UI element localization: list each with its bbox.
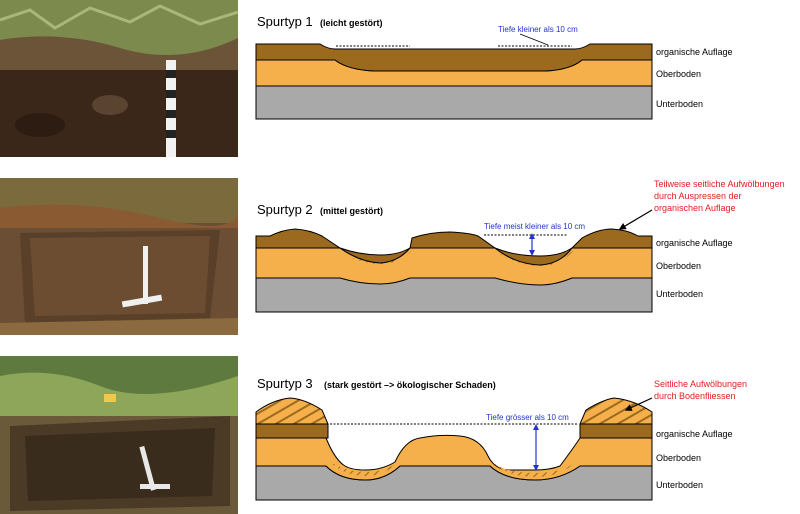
subsoil-layer — [255, 465, 653, 501]
panel-3-subtitle: (stark gestört –> ökologischer Schaden) — [324, 380, 496, 390]
label-organic: organische Auflage — [656, 429, 733, 439]
panel-spurtyp-1: Spurtyp 1 (leicht gestört) Tiefe kleiner… — [255, 14, 733, 120]
label-topsoil: Oberboden — [656, 261, 701, 271]
bulge-right — [579, 397, 653, 425]
label-topsoil: Oberboden — [656, 69, 701, 79]
soil-profile-photo-2 — [0, 178, 238, 335]
panel-2-subtitle: (mittel gestört) — [320, 206, 383, 216]
label-subsoil: Unterboden — [656, 99, 703, 109]
organic-layer — [255, 228, 653, 266]
panel-2-annotation-line-2: durch Auspressen der — [654, 191, 742, 201]
panel-2-annotation-line-3: organischen Auflage — [654, 203, 736, 213]
organic-layer-left — [255, 423, 329, 439]
panel-spurtyp-3: Spurtyp 3 (stark gestört –> ökologischer… — [255, 376, 747, 501]
panel-1-title: Spurtyp 1 — [257, 14, 313, 29]
panel-3-annotation-line-2: durch Bodenfliessen — [654, 391, 736, 401]
label-subsoil: Unterboden — [656, 480, 703, 490]
panel-2-title: Spurtyp 2 — [257, 202, 313, 217]
panel-1-subtitle: (leicht gestört) — [320, 18, 383, 28]
organic-layer — [255, 43, 653, 72]
label-organic: organische Auflage — [656, 238, 733, 248]
panel-1-depth-note: Tiefe kleiner als 10 cm — [498, 25, 578, 34]
label-organic: organische Auflage — [656, 47, 733, 57]
label-topsoil: Oberboden — [656, 453, 701, 463]
panel-3-annotation-line-1: Seitliche Aufwölbungen — [654, 379, 747, 389]
panel-3-title: Spurtyp 3 — [257, 376, 313, 391]
subsoil-layer — [255, 277, 653, 313]
bulge-left — [255, 397, 329, 425]
soil-profile-photo-1 — [0, 0, 238, 157]
subsoil-layer — [255, 85, 653, 120]
organic-layer-right — [579, 423, 653, 439]
panel-3-depth-note: Tiefe grösser als 10 cm — [486, 413, 569, 422]
panel-spurtyp-2: Spurtyp 2 (mittel gestört) Tiefe meist k… — [255, 179, 785, 313]
panel-2-depth-note: Tiefe meist kleiner als 10 cm — [484, 222, 585, 231]
label-subsoil: Unterboden — [656, 289, 703, 299]
soil-profile-photo-3 — [0, 356, 238, 514]
panel-2-annotation-line-1: Teilweise seitliche Aufwölbungen — [654, 179, 785, 189]
